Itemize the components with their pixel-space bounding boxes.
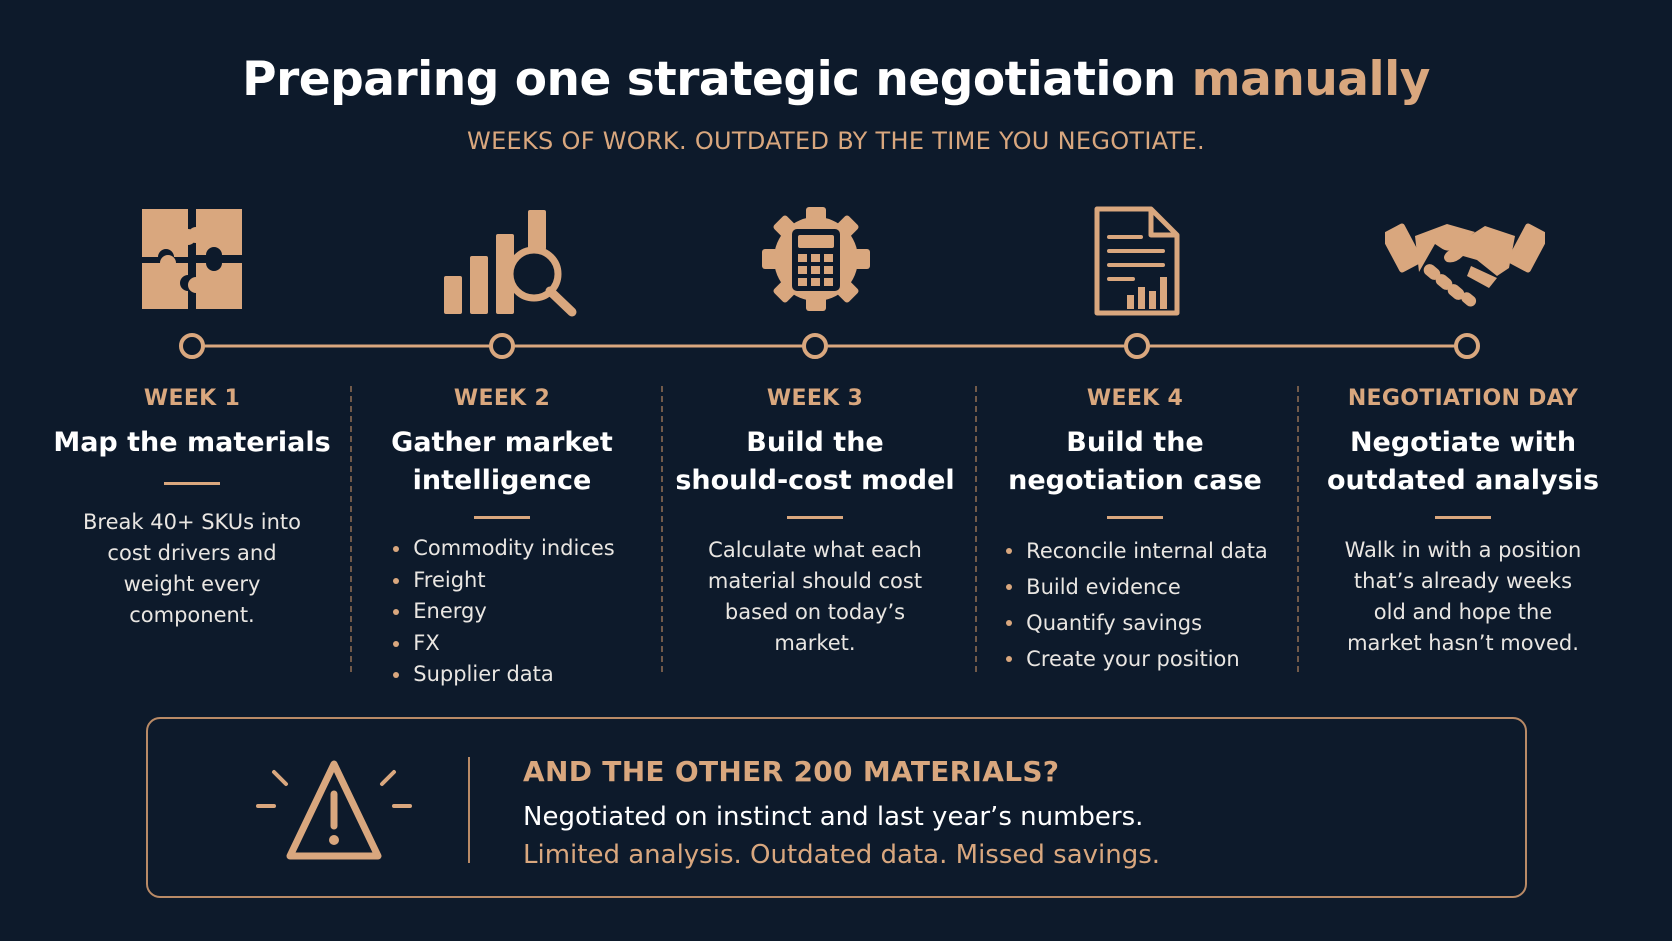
puzzle-icon: [140, 207, 246, 313]
step-week-2: WEEK 2 Gather market intelligence Commod…: [362, 384, 642, 691]
step-description: Break 40+ SKUs into cost drivers and wei…: [83, 510, 301, 627]
step-heading: Gather market intelligence: [391, 427, 613, 496]
timeline-node-4: [1124, 333, 1150, 359]
column-divider: [1297, 386, 1299, 672]
column-divider: [975, 386, 977, 672]
title-main: Preparing one strategic negotiation: [242, 52, 1176, 107]
step-bullets: Commodity indices Freight Energy FX Supp…: [389, 533, 615, 691]
callout-line-2: Limited analysis. Outdated data. Missed …: [523, 840, 1161, 870]
chart-magnifier-icon: [442, 208, 578, 318]
step-rule: [474, 516, 530, 519]
step-description: Calculate what each material should cost…: [707, 538, 923, 655]
column-divider: [350, 386, 352, 672]
step-heading: Build the should-cost model: [675, 427, 955, 496]
step-heading: Negotiate with outdated analysis: [1326, 427, 1600, 496]
list-item: Commodity indices: [389, 533, 615, 565]
calculator-gear-icon: [760, 205, 872, 313]
list-item: FX: [389, 628, 615, 660]
list-item: Freight: [389, 565, 615, 597]
step-negotiation-day: NEGOTIATION DAY Negotiate with outdated …: [1308, 384, 1618, 659]
step-heading: Build the negotiation case: [1008, 427, 1262, 496]
list-item: Reconcile internal data: [1002, 533, 1268, 569]
list-item: Energy: [389, 596, 615, 628]
step-week-4: WEEK 4 Build the negotiation case Reconc…: [985, 384, 1285, 677]
step-label: WEEK 1: [143, 386, 241, 411]
step-rule: [1107, 516, 1163, 519]
step-week-1: WEEK 1 Map the materials Break 40+ SKUs …: [52, 384, 332, 631]
title-accent: manually: [1191, 52, 1431, 107]
callout-divider: [468, 757, 470, 863]
step-description: Walk in with a position that’s already w…: [1344, 538, 1582, 655]
step-rule: [164, 482, 220, 485]
column-divider: [661, 386, 663, 672]
timeline-node-3: [802, 333, 828, 359]
step-rule: [787, 516, 843, 519]
page-subtitle: WEEKS OF WORK. OUTDATED BY THE TIME YOU …: [467, 127, 1205, 155]
timeline-node-1: [179, 333, 205, 359]
warning-icon: [254, 756, 414, 870]
step-rule: [1435, 516, 1491, 519]
timeline-node-2: [489, 333, 515, 359]
callout-box: AND THE OTHER 200 MATERIALS? Negotiated …: [146, 717, 1527, 898]
callout-heading: AND THE OTHER 200 MATERIALS?: [523, 755, 1060, 788]
timeline-node-5: [1454, 333, 1480, 359]
page-title: Preparing one strategic negotiation manu…: [0, 52, 1672, 107]
list-item: Quantify savings: [1002, 605, 1268, 641]
step-label: WEEK 2: [453, 386, 551, 411]
list-item: Create your position: [1002, 641, 1268, 677]
step-label: NEGOTIATION DAY: [1347, 386, 1579, 411]
step-bullets: Reconcile internal data Build evidence Q…: [1002, 533, 1268, 677]
handshake-icon: [1385, 216, 1545, 312]
document-chart-icon: [1093, 205, 1181, 317]
step-week-3: WEEK 3 Build the should-cost model Calcu…: [670, 384, 960, 659]
list-item: Supplier data: [389, 659, 615, 691]
list-item: Build evidence: [1002, 569, 1268, 605]
step-label: WEEK 3: [766, 386, 864, 411]
step-label: WEEK 4: [1086, 386, 1184, 411]
callout-line-1: Negotiated on instinct and last year’s n…: [523, 802, 1144, 832]
step-heading: Map the materials: [53, 427, 331, 458]
callout-text: AND THE OTHER 200 MATERIALS? Negotiated …: [523, 755, 1160, 870]
